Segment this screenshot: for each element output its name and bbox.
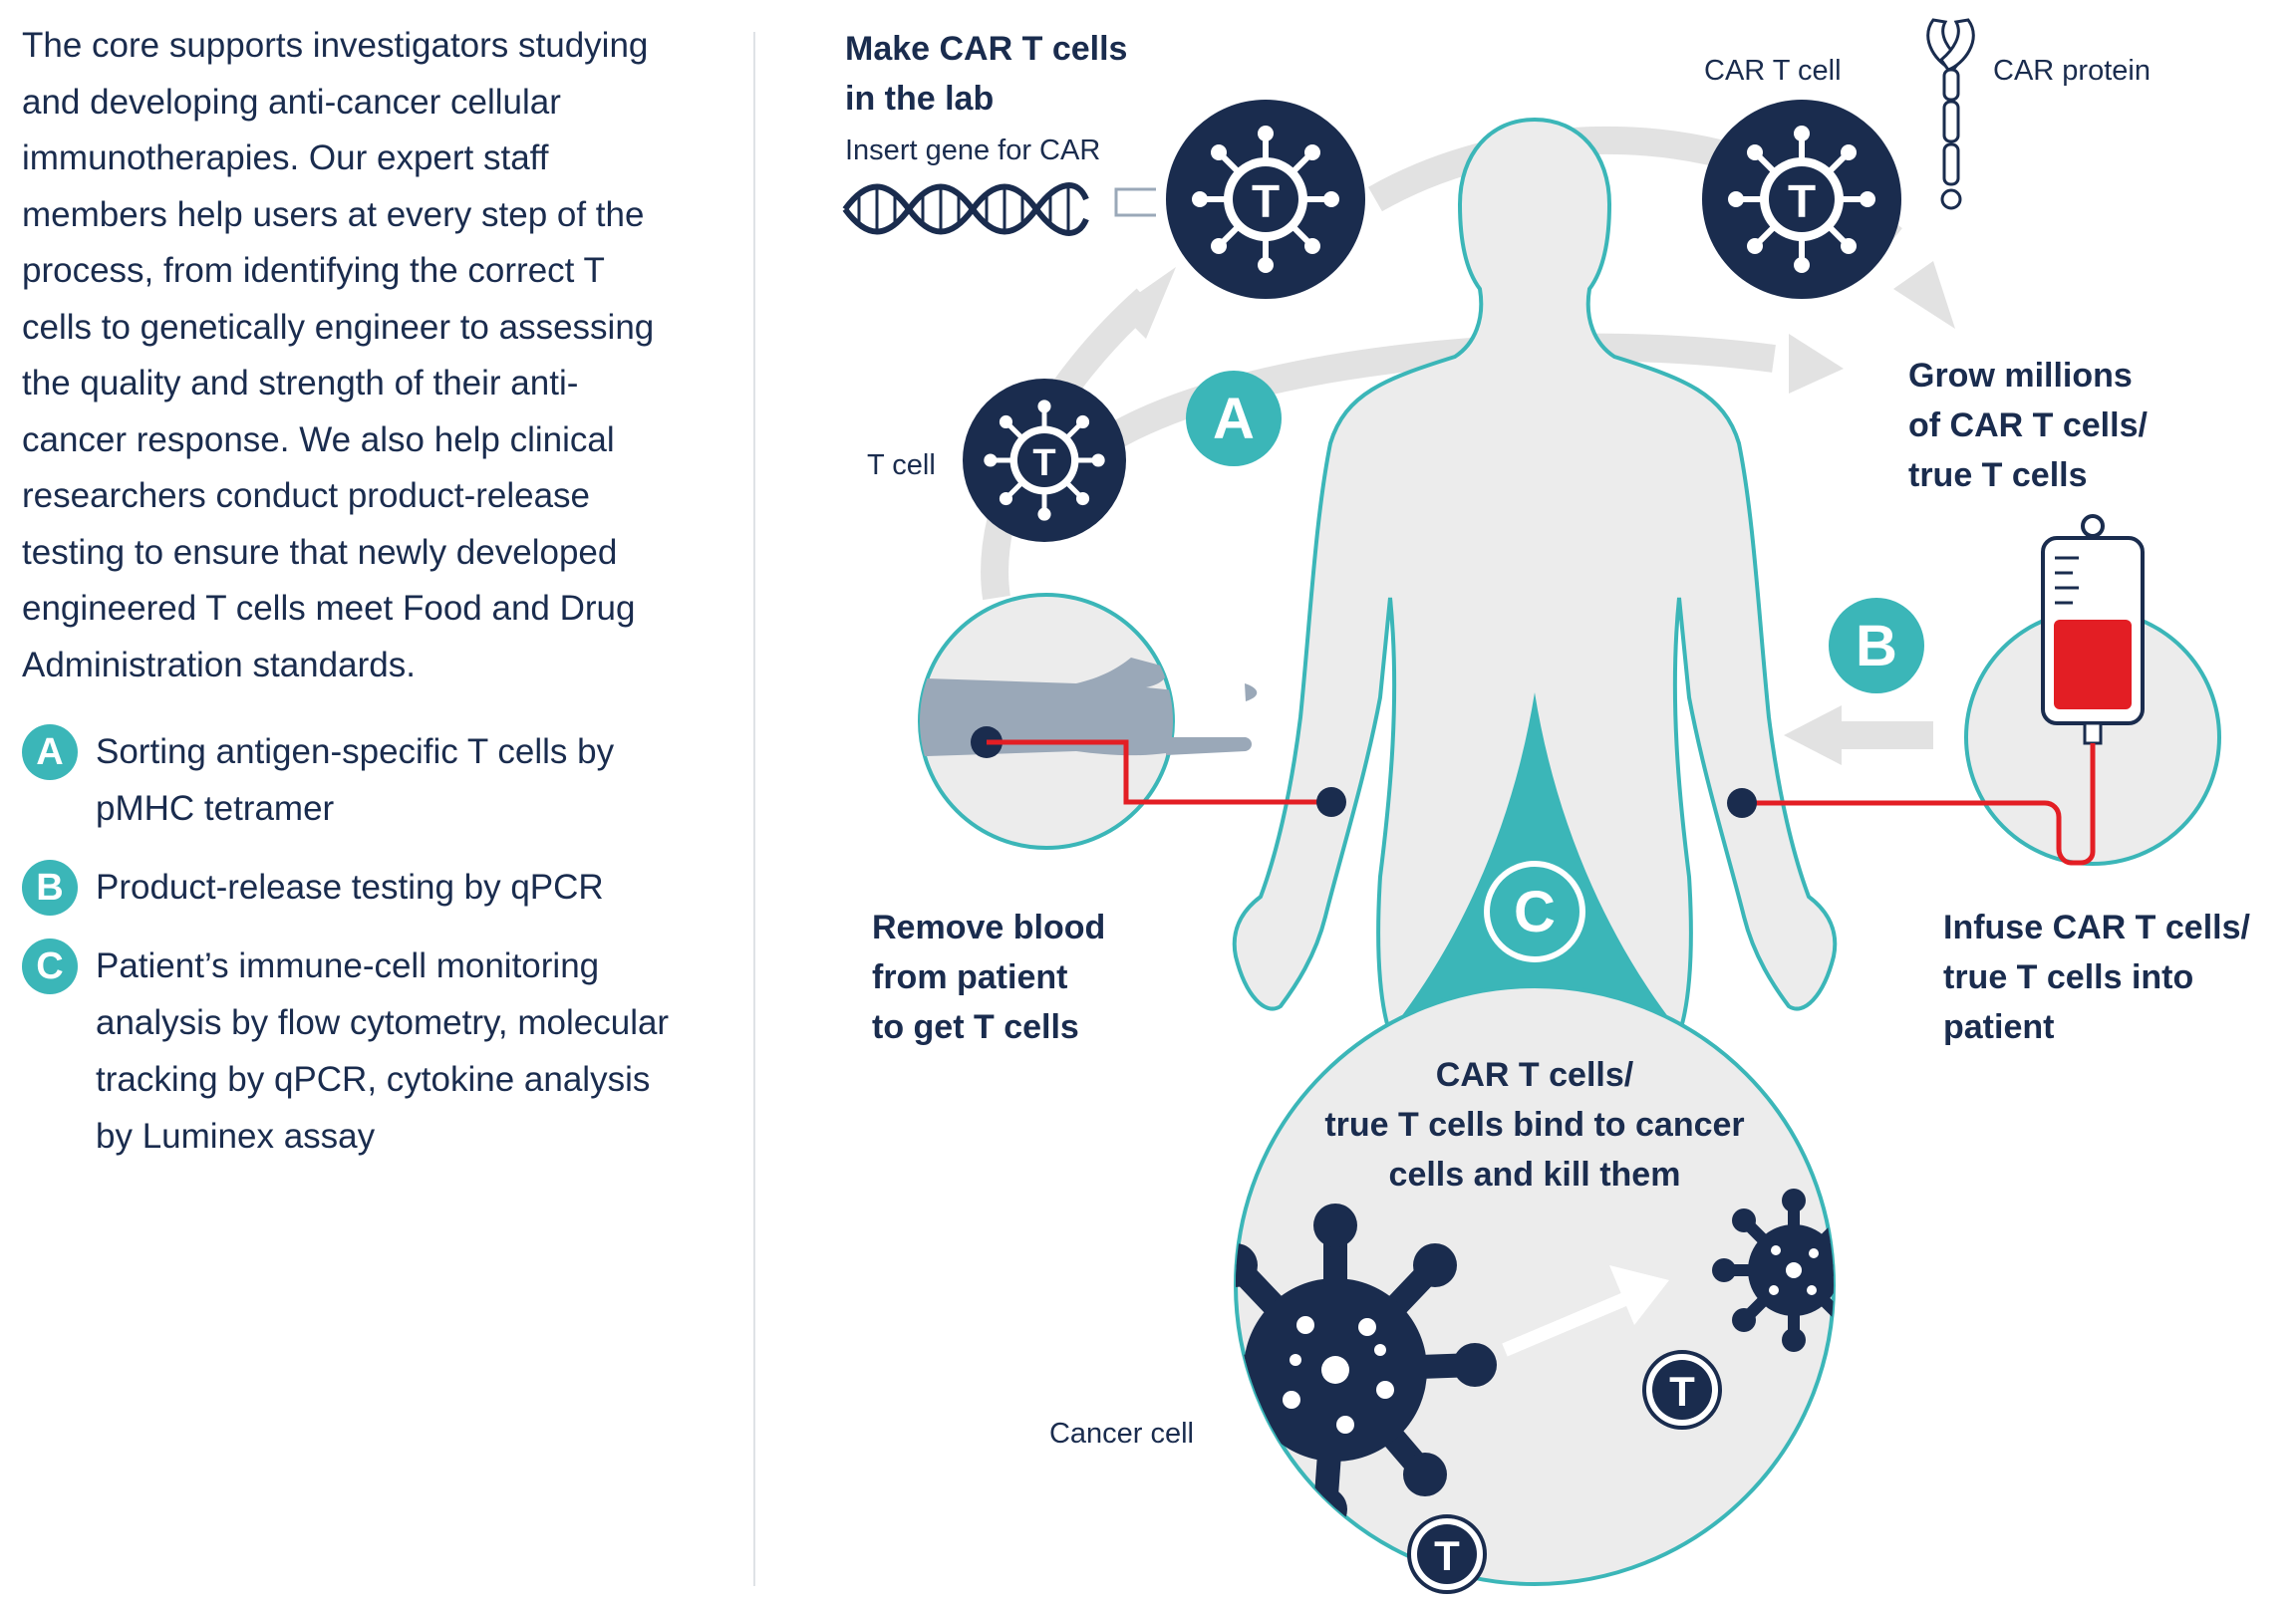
- body-dot-right: [1727, 788, 1757, 818]
- t-badge-2-letter: T: [1434, 1532, 1460, 1579]
- remove-blood-line-3: to get T cells: [872, 1008, 1079, 1046]
- insert-gene-label: Insert gene for CAR: [845, 134, 1100, 166]
- badge-c: [1484, 861, 1585, 962]
- car-t-cell-letter: T: [1788, 175, 1816, 227]
- kill-arrow: [1502, 1265, 1669, 1357]
- badge-a: [1186, 371, 1282, 466]
- lab-t-cell-letter: T: [1252, 175, 1280, 227]
- legend-item-c: C Patient’s immune-cell monitoring analy…: [22, 937, 670, 1165]
- legend-badge-a: A: [22, 724, 78, 780]
- grow-line-2: of CAR T cells/: [1908, 406, 2148, 444]
- cancer-cell-small: [1712, 1189, 1834, 1352]
- legend-item-b: B Product-release testing by qPCR: [22, 859, 670, 916]
- left-text-panel: The core supports investigators studying…: [22, 18, 670, 1165]
- infuse-line-1: Infuse CAR T cells/: [1943, 909, 2251, 946]
- car-protein-icon: [1926, 18, 1975, 210]
- grow-line-3: true T cells: [1908, 456, 2088, 494]
- dna-bracket: [1114, 187, 1156, 217]
- cycle-arrowheads: [1116, 261, 1955, 765]
- infuse-line-2: true T cells into: [1943, 958, 2193, 996]
- car-protein-label: CAR protein: [1993, 55, 2151, 87]
- badge-b: [1829, 598, 1924, 693]
- t-cell-letter: T: [1032, 442, 1055, 484]
- bottom-circle-content: T: [1236, 1189, 1834, 1531]
- cancer-cell-label: Cancer cell: [1049, 1418, 1194, 1450]
- dna-helix-icon: [842, 182, 1089, 236]
- intro-paragraph: The core supports investigators studying…: [22, 26, 655, 684]
- badge-a-letter: A: [1213, 387, 1255, 451]
- make-car-line-1: Make CAR T cells: [845, 30, 1127, 68]
- legend-badge-b: B: [22, 860, 78, 916]
- legend-text-b: Product-release testing by qPCR: [96, 868, 604, 907]
- legend-text-a: Sorting antigen-specific T cells by pMHC…: [96, 732, 615, 828]
- legend-item-a: A Sorting antigen-specific T cells by pM…: [22, 723, 670, 837]
- column-divider: [753, 32, 755, 1586]
- iv-bag: [2041, 514, 2145, 745]
- badge-c-letter: C: [1514, 880, 1556, 944]
- car-t-cell-label: CAR T cell: [1704, 55, 1842, 87]
- legend-badge-c: C: [22, 938, 78, 994]
- blood-line-left: [987, 739, 1331, 805]
- bind-line-1: CAR T cells/: [1436, 1056, 1634, 1094]
- t-badge-1-letter: T: [1669, 1368, 1695, 1415]
- cancer-cell-large: [1236, 1204, 1497, 1531]
- hand-outer: [1166, 737, 1252, 755]
- bind-line-3: cells and kill them: [1389, 1156, 1681, 1194]
- bind-line-2: true T cells bind to cancer: [1324, 1106, 1744, 1144]
- body-dot-left: [1316, 787, 1346, 817]
- infuse-line-3: patient: [1943, 1008, 2054, 1046]
- grow-line-1: Grow millions: [1908, 357, 2133, 395]
- blood-line-right: [1742, 743, 2096, 866]
- remove-blood-line-1: Remove blood: [872, 909, 1105, 946]
- legend-text-c: Patient’s immune-cell monitoring analysi…: [96, 946, 670, 1156]
- make-car-line-2: in the lab: [845, 80, 994, 118]
- remove-blood-line-2: from patient: [872, 958, 1067, 996]
- t-cell-label: T cell: [867, 449, 936, 481]
- hand-fingers: [1245, 683, 1258, 701]
- badge-b-letter: B: [1856, 614, 1897, 678]
